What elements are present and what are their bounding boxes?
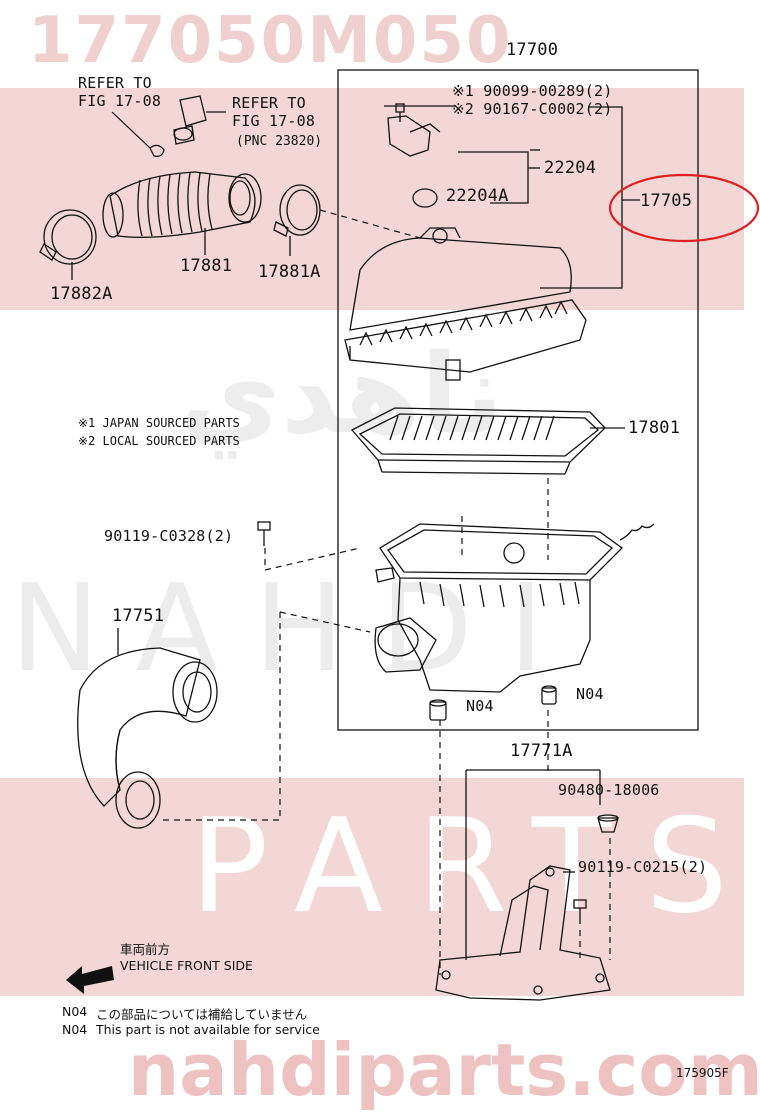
- label-refer-right-2: FIG 17-08: [232, 112, 316, 130]
- label-filter-element: 17801: [628, 418, 681, 438]
- label-cap-assembly: 17705: [640, 191, 693, 211]
- footer-line1-text: この部品については補給していません: [96, 1007, 308, 1022]
- clamp-left: [39, 209, 97, 280]
- note-local-sourced: ※2 LOCAL SOURCED PARTS: [78, 434, 240, 448]
- grommets: [429, 685, 557, 721]
- footer-line2-text: This part is not available for service: [96, 1022, 320, 1037]
- label-hose: 17881: [180, 256, 233, 276]
- label-refer-left-1: REFER TO: [78, 74, 152, 92]
- label-grommet-left: N04: [466, 697, 494, 715]
- label-bracket: 17771A: [510, 741, 573, 761]
- bracket-fasteners: [573, 814, 619, 924]
- label-main-assembly: 17700: [506, 40, 559, 60]
- label-sensor: 22204: [544, 158, 597, 178]
- clamp-right: [273, 184, 321, 256]
- label-o-ring: 22204A: [446, 186, 509, 206]
- highlight-ellipse: [608, 173, 760, 243]
- watermark-band-bottom: [0, 778, 744, 996]
- watermark-brand-mid: NAHDI: [10, 560, 580, 699]
- label-grommet-bracket: 90480-18006: [558, 781, 660, 799]
- bolt-case: [257, 521, 271, 546]
- watermark-band-top: [0, 88, 744, 310]
- inlet-duct: [77, 628, 218, 829]
- front-arrow-icon: [66, 966, 114, 994]
- label-inlet-duct: 17751: [112, 606, 165, 626]
- air-cleaner-case: [374, 523, 655, 693]
- label-refer-left-2: FIG 17-08: [78, 92, 162, 110]
- footer-line1-code: N04: [62, 1004, 88, 1019]
- note-japan-sourced: ※1 JAPAN SOURCED PARTS: [78, 416, 240, 430]
- figure-code: 175905F: [676, 1066, 729, 1080]
- label-clamp-right: 17881A: [258, 262, 321, 282]
- direction-jp: 車両前方: [120, 942, 171, 957]
- watermark-arabic: ناهدي: [180, 330, 504, 458]
- label-refer-right-1: REFER TO: [232, 94, 306, 112]
- label-screw-local: ※2 90167-C0002(2): [452, 100, 613, 118]
- label-screw-japan: ※1 90099-00289(2): [452, 82, 613, 100]
- label-refer-right-3: (PNC 23820): [236, 134, 323, 149]
- upper-pipe: [173, 95, 226, 145]
- assembly-box: [337, 69, 699, 731]
- label-grommet-right: N04: [576, 685, 604, 703]
- air-cleaner-cap: [344, 227, 587, 381]
- watermark-part-number: 177050M050: [28, 4, 513, 78]
- watermark-site: nahdiparts.com: [128, 1028, 760, 1112]
- footer-line2-code: N04: [62, 1022, 88, 1037]
- air-flow-sensor: [384, 103, 456, 208]
- bracket: [435, 865, 611, 1001]
- direction-en: VEHICLE FRONT SIDE: [120, 958, 253, 973]
- label-clamp-left: 17882A: [50, 284, 113, 304]
- intake-hose: [102, 171, 262, 255]
- filter-element: [350, 407, 606, 475]
- label-bolt-bracket: 90119-C0215(2): [578, 858, 708, 876]
- label-bolt-case: 90119-C0328(2): [104, 527, 234, 545]
